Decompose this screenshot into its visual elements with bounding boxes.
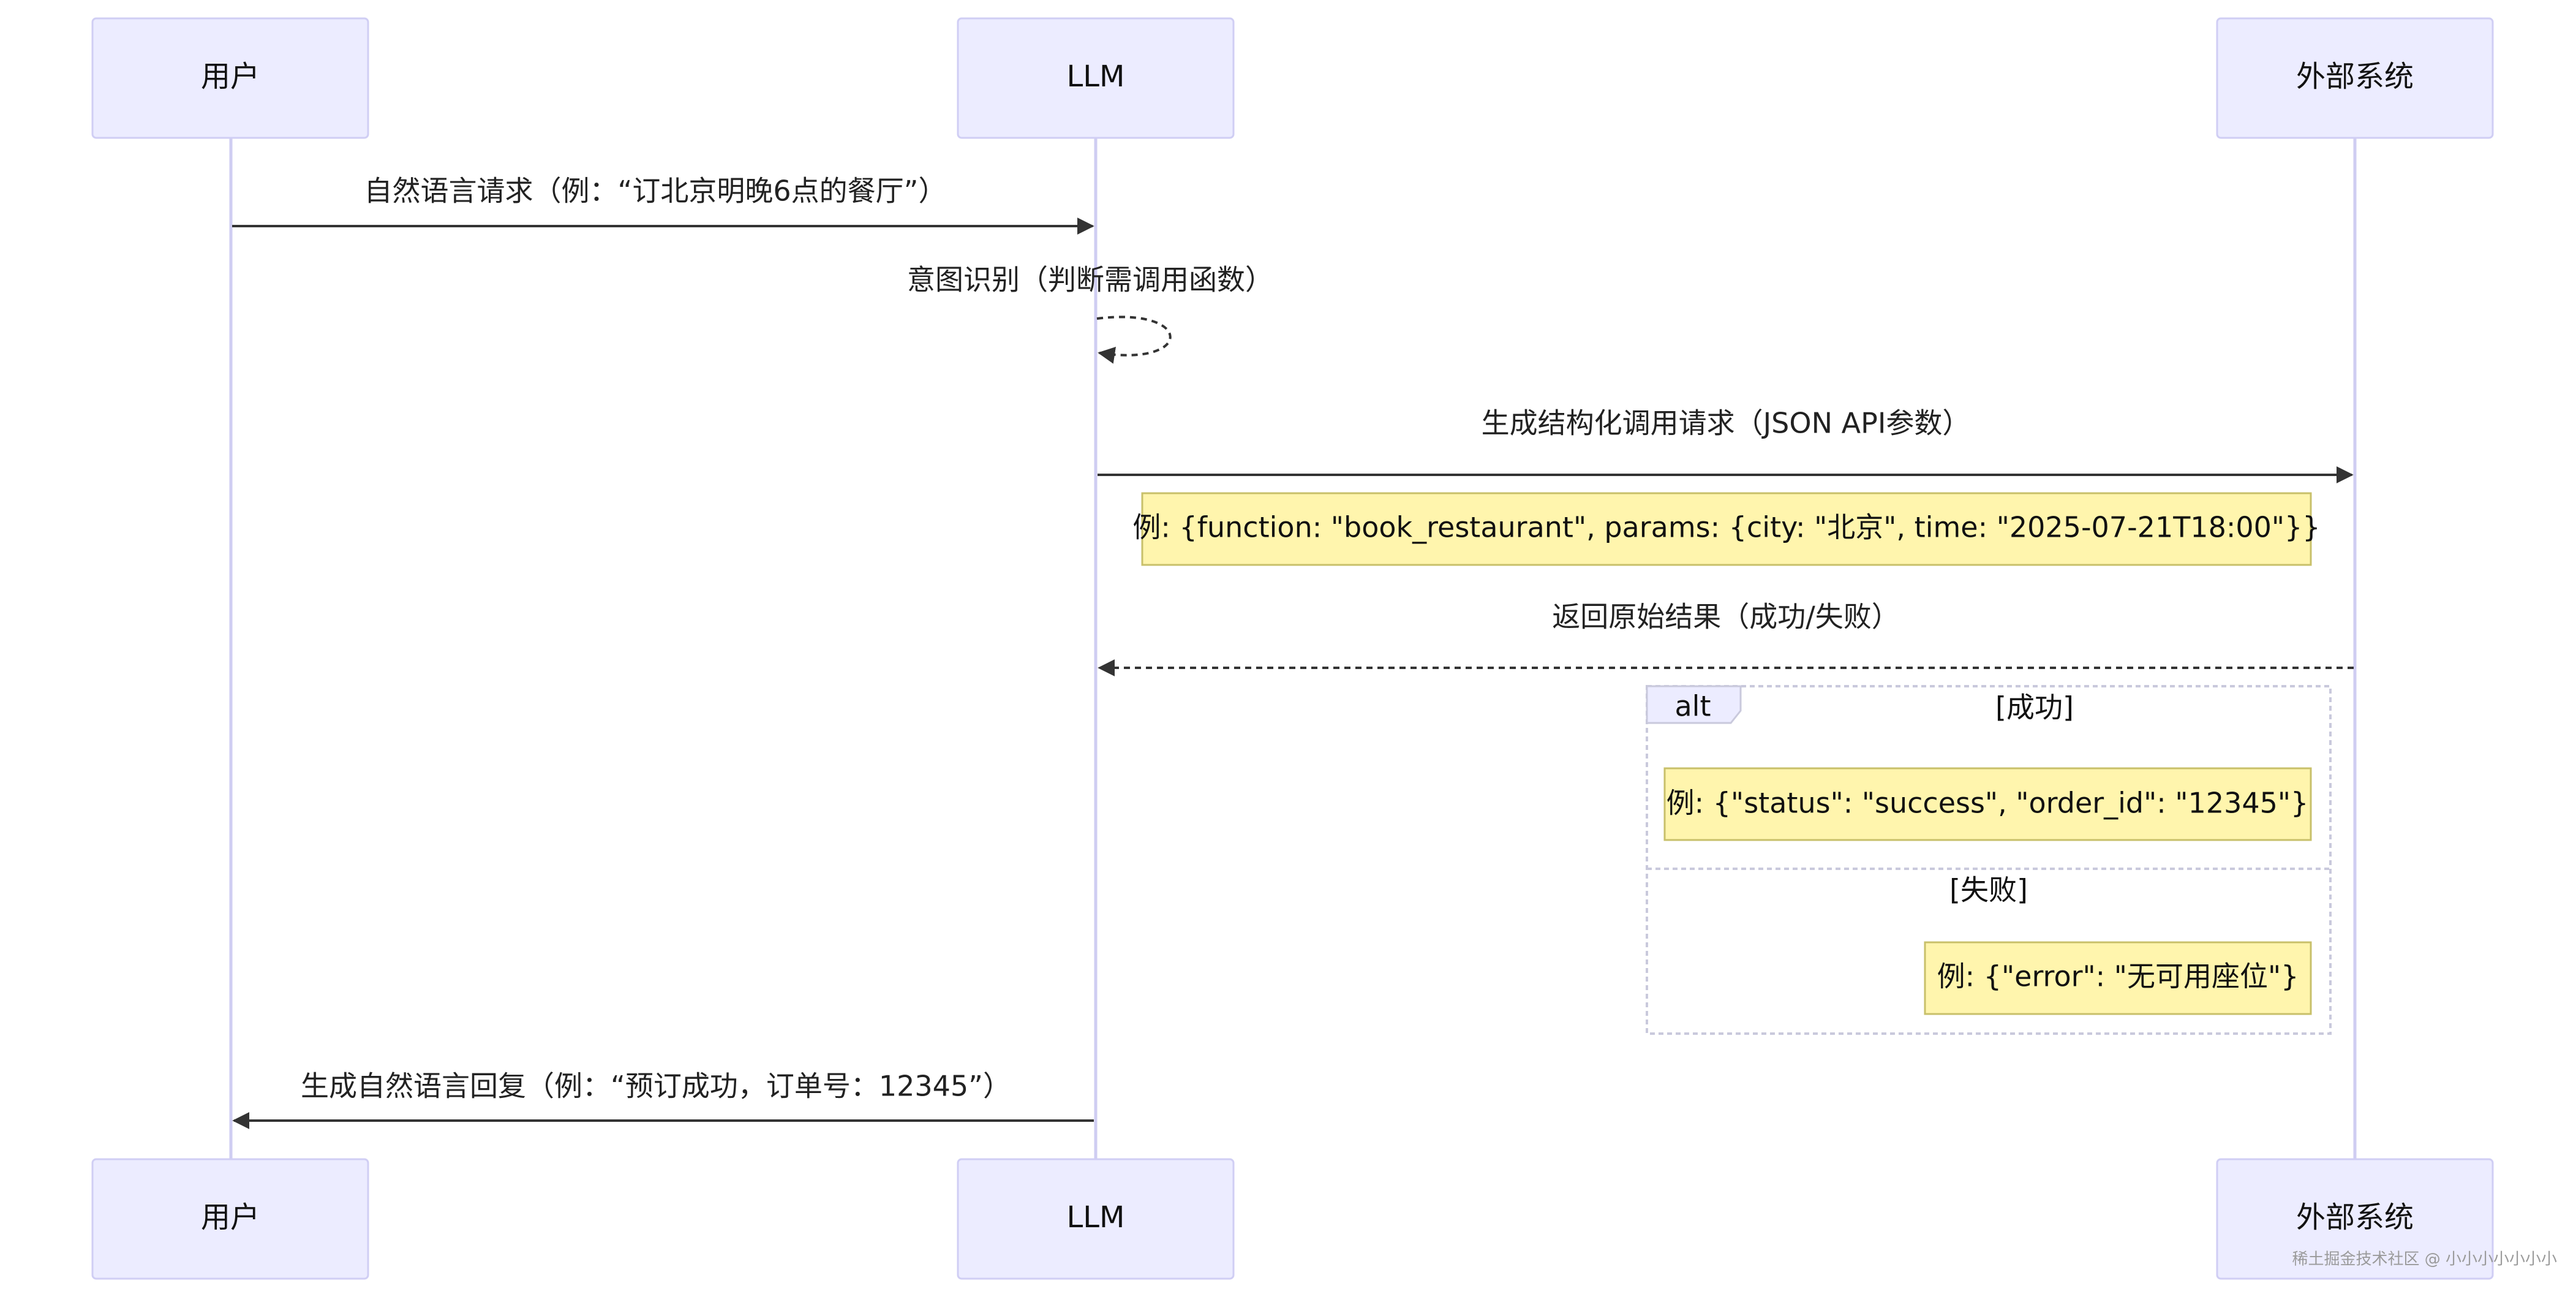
actor-user-bottom: 用户 (91, 1158, 369, 1280)
message-2-label: 意图识别（判断需调用函数） (907, 263, 1273, 297)
alt-label: alt (1674, 690, 1711, 723)
alt-condition-failure: [失败] (1949, 874, 2028, 907)
message-4-label: 返回原始结果（成功/失败） (1552, 600, 1900, 634)
watermark-text: 稀土掘金技术社区 @ 小小小小小小小 (2292, 1250, 2557, 1269)
actor-llm-bottom: LLM (957, 1158, 1235, 1280)
actor-user-top-label: 用户 (201, 59, 260, 94)
note-success-example-text: 例: {"status": "success", "order_id": "12… (1666, 787, 2309, 820)
actor-user-top: 用户 (91, 17, 369, 139)
actor-user-bottom-label: 用户 (201, 1200, 260, 1235)
message-3-label: 生成结构化调用请求（JSON API参数） (1482, 407, 1971, 440)
alt-tab (1646, 685, 1742, 724)
actor-llm-bottom-label: LLM (1067, 1200, 1125, 1235)
alt-frame: alt [成功] [失败] (1646, 685, 2332, 1035)
note-call-example-text: 例: {function: "book_restaurant", params:… (1132, 511, 2320, 544)
note-call-example: 例: {function: "book_restaurant", params:… (1132, 492, 2321, 566)
actor-external-bottom: 外部系统 (2216, 1158, 2494, 1280)
note-success-example: 例: {"status": "success", "order_id": "12… (1663, 767, 2312, 841)
actor-llm-top-label: LLM (1067, 59, 1125, 94)
note-failure-example-text: 例: {"error": "无可用座位"} (1937, 960, 2299, 993)
message-5-label: 生成自然语言回复（例：“预订成功，订单号：12345”） (301, 1070, 1011, 1103)
actor-llm-top: LLM (957, 17, 1235, 139)
actor-external-top: 外部系统 (2216, 17, 2494, 139)
actor-external-top-label: 外部系统 (2296, 59, 2414, 94)
actor-external-bottom-label: 外部系统 (2296, 1200, 2414, 1235)
message-2-self-arrow (1096, 316, 1172, 364)
alt-condition-success: [成功] (1995, 691, 2074, 724)
note-failure-example: 例: {"error": "无可用座位"} (1924, 941, 2312, 1015)
message-1-label: 自然语言请求（例：“订北京明晚6点的餐厅”） (364, 175, 947, 208)
